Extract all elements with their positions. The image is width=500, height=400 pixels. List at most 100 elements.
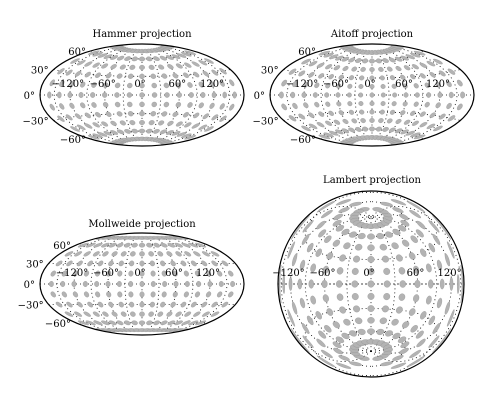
mollweide-tissot-marker <box>160 242 168 248</box>
mollweide-tissot-marker <box>160 301 166 308</box>
lambert-tissot-marker <box>397 225 407 232</box>
aitoff-tissot-marker <box>359 75 365 81</box>
hammer-tissot-marker <box>127 101 133 108</box>
mollweide-tissot-marker <box>180 301 187 308</box>
mollweide-tissot-marker <box>139 291 145 298</box>
mollweide-tissot-marker <box>160 236 172 240</box>
lambert-tissot-marker <box>357 233 366 240</box>
aitoff-tissot-marker <box>369 101 375 106</box>
hammer-boundary <box>39 43 245 147</box>
mollweide-tissot-marker <box>95 270 101 277</box>
hammer-lon-tick-label: −120° <box>52 79 84 90</box>
mollweide-tissot-marker <box>150 281 156 287</box>
mollweide-tissot-marker <box>102 311 109 317</box>
hammer-tissot-marker <box>164 92 170 98</box>
hammer-tissot-marker <box>57 91 62 99</box>
lambert-tissot-marker <box>291 215 311 241</box>
lambert-tissot-marker <box>436 297 443 309</box>
hammer-tissot-marker <box>131 56 138 62</box>
lambert-tissot-marker <box>321 209 333 219</box>
hammer-tissot-marker <box>172 73 179 79</box>
mollweide-tissot-marker <box>146 242 153 248</box>
mollweide-tissot-marker <box>118 301 124 308</box>
mollweide-tissot-marker <box>61 291 67 298</box>
hammer-tissot-marker <box>119 120 126 126</box>
mollweide-tissot-marker <box>148 251 154 257</box>
lambert-tissot-marker <box>367 256 375 263</box>
aitoff-tissot-marker <box>369 75 375 81</box>
hammer-tissot-marker <box>111 46 125 50</box>
mollweide-tissot-marker <box>201 260 208 267</box>
hammer-tissot-marker <box>171 54 181 59</box>
hammer-tissot-marker <box>114 82 121 89</box>
aitoff-tissot-marker <box>348 48 359 53</box>
mollweide-tissot-marker <box>95 291 101 298</box>
hammer-tissot-marker <box>193 71 200 78</box>
aitoff-tissot-marker <box>400 55 409 61</box>
hammer-tissot-marker <box>80 102 86 109</box>
aitoff-tissot-marker <box>388 127 396 133</box>
aitoff-tissot-marker <box>419 122 428 128</box>
aitoff-tissot-marker <box>402 101 408 107</box>
hammer-lat-tick-label: 30° <box>31 66 49 77</box>
hammer-tissot-marker <box>198 124 208 130</box>
aitoff-tissot-marker <box>358 92 364 98</box>
mollweide-tissot-marker <box>183 291 189 298</box>
lambert-tissot-marker <box>367 317 375 324</box>
lambert-tissot-marker <box>301 234 310 245</box>
mollweide-tissot-marker <box>111 251 118 257</box>
aitoff-tissot-marker <box>379 49 388 55</box>
lambert-tissot-marker <box>318 330 327 339</box>
mollweide-tissot-marker <box>101 242 110 248</box>
aitoff-lat-tick-label: 0° <box>254 91 265 102</box>
mollweide-tissot-marker <box>120 311 127 317</box>
mollweide-tissot-marker <box>106 236 120 240</box>
aitoff-tissot-marker <box>375 126 382 132</box>
lambert-lon-tick-label: 120° <box>437 268 461 279</box>
hammer-tissot-marker <box>163 101 170 108</box>
mollweide-tissot-marker <box>108 242 117 248</box>
hammer-tissot-marker <box>167 64 174 70</box>
lambert-tissot-marker <box>426 295 432 305</box>
mollweide-tissot-marker <box>50 291 56 298</box>
aitoff-tissot-marker <box>385 137 396 142</box>
lambert-tissot-marker <box>335 225 345 232</box>
mollweide-tissot-marker <box>217 270 223 277</box>
mollweide-tissot-marker <box>85 242 96 248</box>
mollweide-tissot-marker <box>172 236 189 240</box>
mollweide-tissot-marker <box>55 301 63 308</box>
hammer-tissot-marker <box>152 48 163 53</box>
lambert-tissot-marker <box>431 215 451 241</box>
lambert-tissot-marker <box>398 267 406 275</box>
aitoff-tissot-marker <box>369 109 375 115</box>
hammer-tissot-marker <box>175 82 182 89</box>
aitoff-tissot-marker <box>328 110 334 116</box>
mollweide-tissot-marker <box>76 260 83 267</box>
mollweide-tissot-marker <box>160 320 168 326</box>
hammer-tissot-marker <box>155 47 167 52</box>
aitoff-title: Aitoff projection <box>330 29 414 40</box>
lambert-tissot-marker <box>335 199 352 206</box>
aitoff-tissot-marker <box>392 92 398 98</box>
lambert-tissot-marker <box>332 321 340 329</box>
hammer-tissot-marker <box>87 135 100 140</box>
lambert-tissot-marker <box>416 220 426 230</box>
aitoff-tissot-marker <box>360 66 366 72</box>
lambert-tissot-marker <box>383 280 391 288</box>
aitoff-tissot-marker <box>394 128 403 134</box>
hammer-tissot-marker <box>91 82 97 88</box>
hammer-tissot-marker <box>148 120 155 126</box>
mollweide-tissot-marker <box>188 320 199 326</box>
lambert-tissot-marker <box>355 317 363 325</box>
mollweide-tissot-marker <box>168 236 183 240</box>
hammer-tissot-marker <box>69 81 75 88</box>
hammer-tissot-marker <box>65 114 73 121</box>
hammer-tissot-marker <box>198 102 204 109</box>
mollweide-lat-tick-label: 60° <box>53 241 71 252</box>
aitoff-tissot-marker <box>312 92 318 98</box>
hammer-tissot-marker <box>139 82 145 89</box>
lambert-tissot-marker <box>339 306 347 314</box>
aitoff-tissot-marker <box>358 84 364 89</box>
lambert-tissot-marker <box>333 347 344 355</box>
lambert-tissot-marker <box>392 332 401 340</box>
